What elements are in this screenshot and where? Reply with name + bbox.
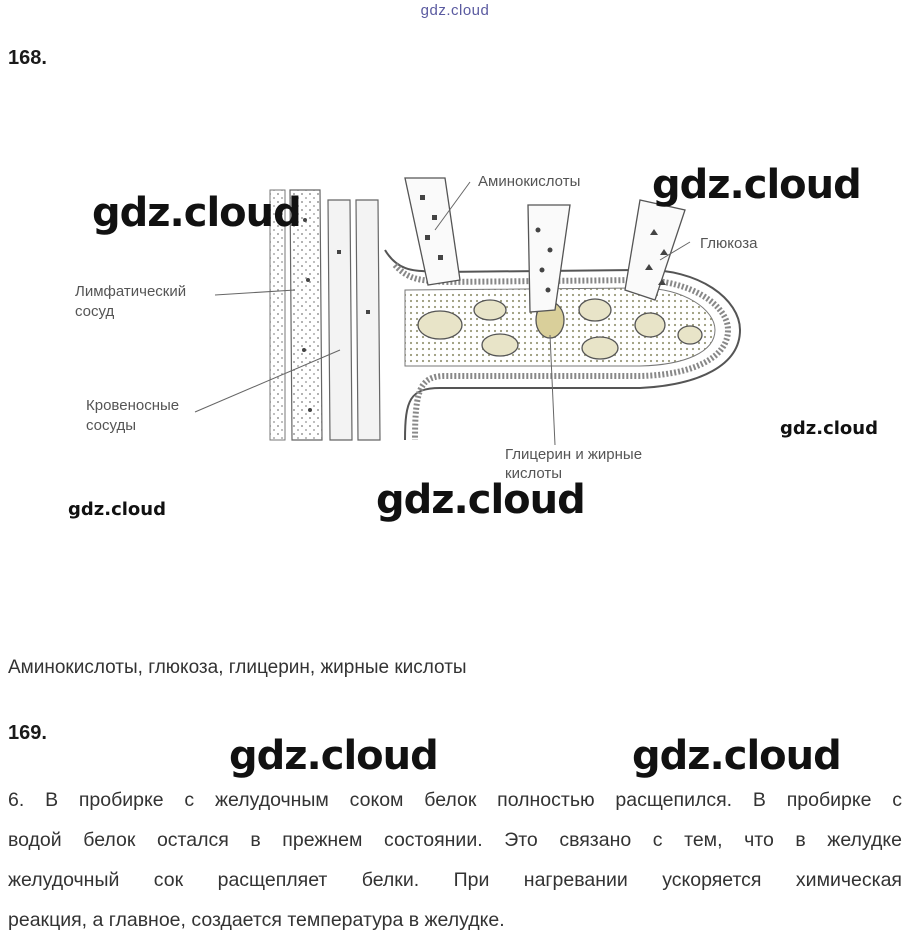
- answer-169-line: желудочный сок расщепляет белки. При наг…: [8, 860, 902, 900]
- blood-vessel-1: [328, 200, 352, 440]
- label-amino: Аминокислоты: [478, 173, 580, 190]
- label-lymph-2: сосуд: [75, 303, 115, 320]
- answer-169-line: реакция, а главное, создается температур…: [8, 900, 902, 940]
- watermark: gdz.cloud: [652, 162, 861, 208]
- task-number-169: 169.: [8, 722, 47, 745]
- label-lymph-1: Лимфатический: [75, 283, 186, 300]
- label-glycerin-1: Глицерин и жирные: [505, 446, 642, 463]
- watermark: gdz.cloud: [229, 733, 438, 779]
- watermark: gdz.cloud: [780, 418, 878, 439]
- answer-169: 6. В пробирке с желудочным соком белок п…: [8, 780, 902, 940]
- answer-169-line: 6. В пробирке с желудочным соком белок п…: [8, 780, 902, 820]
- blood-vessel-2: [356, 200, 380, 440]
- task-number-168: 168.: [8, 47, 47, 70]
- answer-169-line: водой белок остался в прежнем состоянии.…: [8, 820, 902, 860]
- label-blood-1: Кровеносные: [86, 397, 179, 414]
- site-header[interactable]: gdz.cloud: [0, 2, 910, 19]
- label-blood-2: сосуды: [86, 417, 136, 434]
- answer-168: Аминокислоты, глюкоза, глицерин, жирные …: [8, 657, 467, 679]
- watermark: gdz.cloud: [92, 190, 301, 236]
- watermark: gdz.cloud: [632, 733, 841, 779]
- watermark: gdz.cloud: [376, 477, 585, 523]
- label-glucose: Глюкоза: [700, 235, 758, 252]
- watermark: gdz.cloud: [68, 499, 166, 520]
